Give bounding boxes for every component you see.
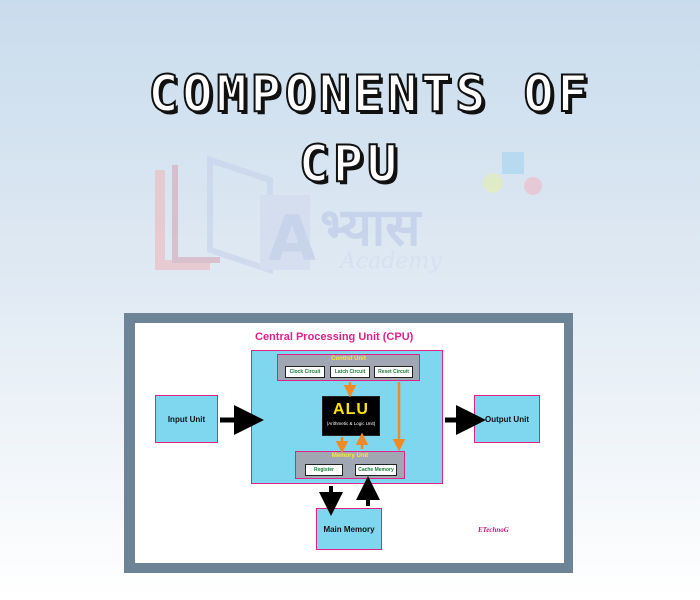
- cache-memory-box: Cache Memory: [355, 464, 397, 476]
- alu-label: ALU: [333, 401, 369, 418]
- register-box: Register: [305, 464, 343, 476]
- latch-circuit-box: Latch Circuit: [330, 366, 370, 378]
- reset-circuit-box: Reset Circuit: [374, 366, 413, 378]
- alu-box: ALU (Arithmetic & Logic Unit): [322, 396, 380, 436]
- academy-watermark-logo: A भ्यास Academy TM: [155, 150, 542, 275]
- control-unit-label: Control Unit: [331, 356, 366, 362]
- watermark-trademark: TM: [524, 150, 538, 153]
- page-title-line-1: COMPONENTS OF: [147, 64, 592, 124]
- watermark-letter: A: [268, 202, 316, 275]
- memory-unit-label: Memory Unit: [331, 453, 369, 459]
- alu-sublabel: (Arithmetic & Logic Unit): [326, 421, 376, 426]
- page-title-line-2: CPU: [298, 134, 402, 194]
- clock-circuit-box: Clock Circuit: [285, 366, 325, 378]
- input-unit-box: Input Unit: [155, 395, 218, 443]
- cpu-diagram-title: Central Processing Unit (CPU): [255, 331, 414, 343]
- watermark-script-text: Academy: [338, 249, 442, 274]
- brand-logo: ETechnoG: [478, 526, 509, 534]
- main-memory-box: Main Memory: [316, 508, 382, 550]
- output-unit-box: Output Unit: [474, 395, 540, 443]
- watermark-hindi-text: भ्यास: [320, 198, 422, 258]
